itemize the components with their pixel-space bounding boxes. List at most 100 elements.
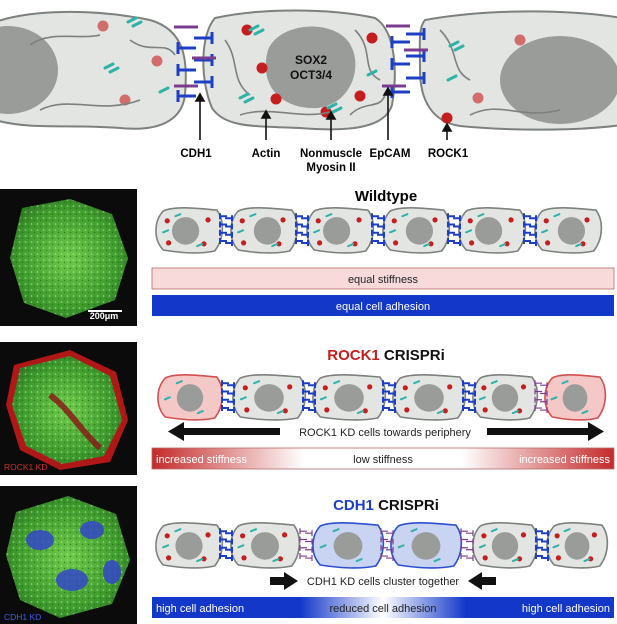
actin-filament-icon <box>550 396 558 401</box>
cell-nucleus <box>254 384 284 412</box>
nucleus-label-sox2: SOX2 <box>295 53 327 67</box>
rock1-dot-icon <box>282 532 288 538</box>
rock1-dot-icon <box>205 217 211 223</box>
rock1-dot-icon <box>482 555 488 561</box>
actin-filament-icon <box>423 243 431 248</box>
rock1-dot-icon <box>516 556 523 562</box>
top-cell-illustration: SOX2 OCT3/4 <box>0 9 617 174</box>
cdh1-junction-icon <box>447 213 461 247</box>
cell-nucleus <box>175 532 203 560</box>
rock1-dot-icon <box>469 240 475 246</box>
cdh1-junction-icon <box>371 213 385 247</box>
wildtype-cell-row <box>155 206 603 254</box>
cell-nucleus <box>414 384 444 412</box>
actin-filament-icon <box>355 558 363 563</box>
actin-filament-icon <box>401 213 409 218</box>
wildtype-cell <box>230 521 301 569</box>
cdh1-bar-right: high cell adhesion <box>522 603 610 615</box>
actin-filament-icon <box>389 229 397 234</box>
rock1-dot-icon <box>287 384 293 390</box>
cdh1-junction-icon <box>462 380 476 414</box>
wildtype-cell <box>155 206 224 254</box>
cdh1-junction-icon <box>221 380 235 414</box>
cell-nucleus <box>491 384 519 412</box>
cdh1-title-rest: CRISPRi <box>374 497 439 514</box>
actin-filament-icon <box>174 528 182 533</box>
rock1-dot-icon <box>508 217 514 223</box>
myosin-marks-top <box>103 16 465 114</box>
rock1-dot-icon <box>205 532 211 538</box>
cell-nucleus <box>334 384 364 412</box>
rock1-bar-right: increased stiffness <box>519 454 610 466</box>
actin-filament-icon <box>575 243 583 248</box>
label-actin: Actin <box>252 148 281 160</box>
wildtype-cell <box>534 206 603 254</box>
actin-filament-icon <box>433 558 441 563</box>
cdh1-junction-icon <box>219 528 233 562</box>
rock1-dot-icon <box>356 217 362 223</box>
actin-filament-icon <box>332 528 340 533</box>
rock1-microscopy-image: ROCK1 KD <box>0 342 137 475</box>
cell-nucleus <box>491 532 519 560</box>
actin-filament-icon <box>325 213 333 218</box>
equal-adhesion-label: equal cell adhesion <box>336 301 430 313</box>
rock1-dot-icon <box>322 385 328 391</box>
actin-filament-icon <box>347 243 355 248</box>
cdh1-title: CDH1 CRISPRi <box>333 497 439 514</box>
rock1-dot-icon <box>362 408 368 414</box>
actin-filament-icon <box>319 396 327 401</box>
wildtype-cell <box>546 521 609 569</box>
actin-filament-icon <box>162 544 170 549</box>
rock1-dot-icon <box>520 384 527 390</box>
rock1-dot-icon <box>282 408 288 414</box>
wildtype-cell <box>232 373 307 421</box>
rock1-dot-icon <box>201 556 207 562</box>
actin-filament-icon <box>333 380 341 385</box>
actin-filament-icon <box>511 558 519 563</box>
rock1-dot-icon <box>244 407 250 413</box>
cell-nucleus <box>323 217 351 245</box>
cdh1-junctions-right <box>390 28 426 98</box>
rock1-title-colored: ROCK1 <box>327 347 380 364</box>
rock1-dot-icon <box>393 240 399 246</box>
actin-filament-icon <box>478 544 486 549</box>
wildtype-panel: Wildtype equal stiffness equal cell adhe… <box>151 188 615 316</box>
top-right-nucleus <box>500 36 617 124</box>
cdh1-bar-mid: reduced cell adhesion <box>329 603 436 615</box>
wildtype-cell <box>306 206 375 254</box>
actin-filament-icon <box>174 213 182 218</box>
wildtype-cell <box>382 206 451 254</box>
rock1-title: ROCK1 CRISPRi <box>327 347 445 364</box>
rock1-dot-icon <box>352 241 358 247</box>
actin-filament-icon <box>399 396 407 401</box>
cdh1-junction-icon <box>302 380 316 414</box>
cdh1-panel: CDH1 CRISPRi CDH1 KD cells cluster toget… <box>152 497 614 618</box>
pointer-arrows <box>194 86 453 140</box>
cell-nucleus <box>172 217 200 245</box>
actin-filament-icon <box>196 410 204 415</box>
rock1-dot-icon <box>481 385 487 391</box>
cdh1-kd-image-label: CDH1 KD <box>4 612 41 622</box>
actin-filament-icon <box>162 229 170 234</box>
scale-bar-label: 200μm <box>90 311 119 321</box>
wildtype-cell <box>472 521 539 569</box>
cdh1-arrow-text: CDH1 KD cells cluster together <box>307 576 460 588</box>
equal-adhesion-bar <box>152 295 614 316</box>
label-epcam: EpCAM <box>370 148 411 160</box>
rock1-dot-icon <box>481 533 487 539</box>
wildtype-cell <box>312 373 387 421</box>
rock1-dot-icon <box>277 556 283 562</box>
rock1-dot-icon <box>447 384 453 390</box>
wildtype-cell <box>458 206 527 254</box>
rock1-dot-icon <box>241 240 247 246</box>
actin-filament-icon <box>271 243 279 248</box>
cdh1-microscopy-image: CDH1 KD <box>0 486 137 624</box>
actin-filament-icon <box>477 213 485 218</box>
epcam-junction-icon <box>299 528 313 562</box>
rock1-dot-icon <box>315 218 321 224</box>
rock1-dot-icon <box>164 218 170 224</box>
rock1-dot-icon <box>428 241 434 247</box>
rock1-dot-icon <box>239 218 245 224</box>
stiffness-gradient-bar <box>151 447 615 470</box>
actin-filament-icon <box>436 410 444 415</box>
